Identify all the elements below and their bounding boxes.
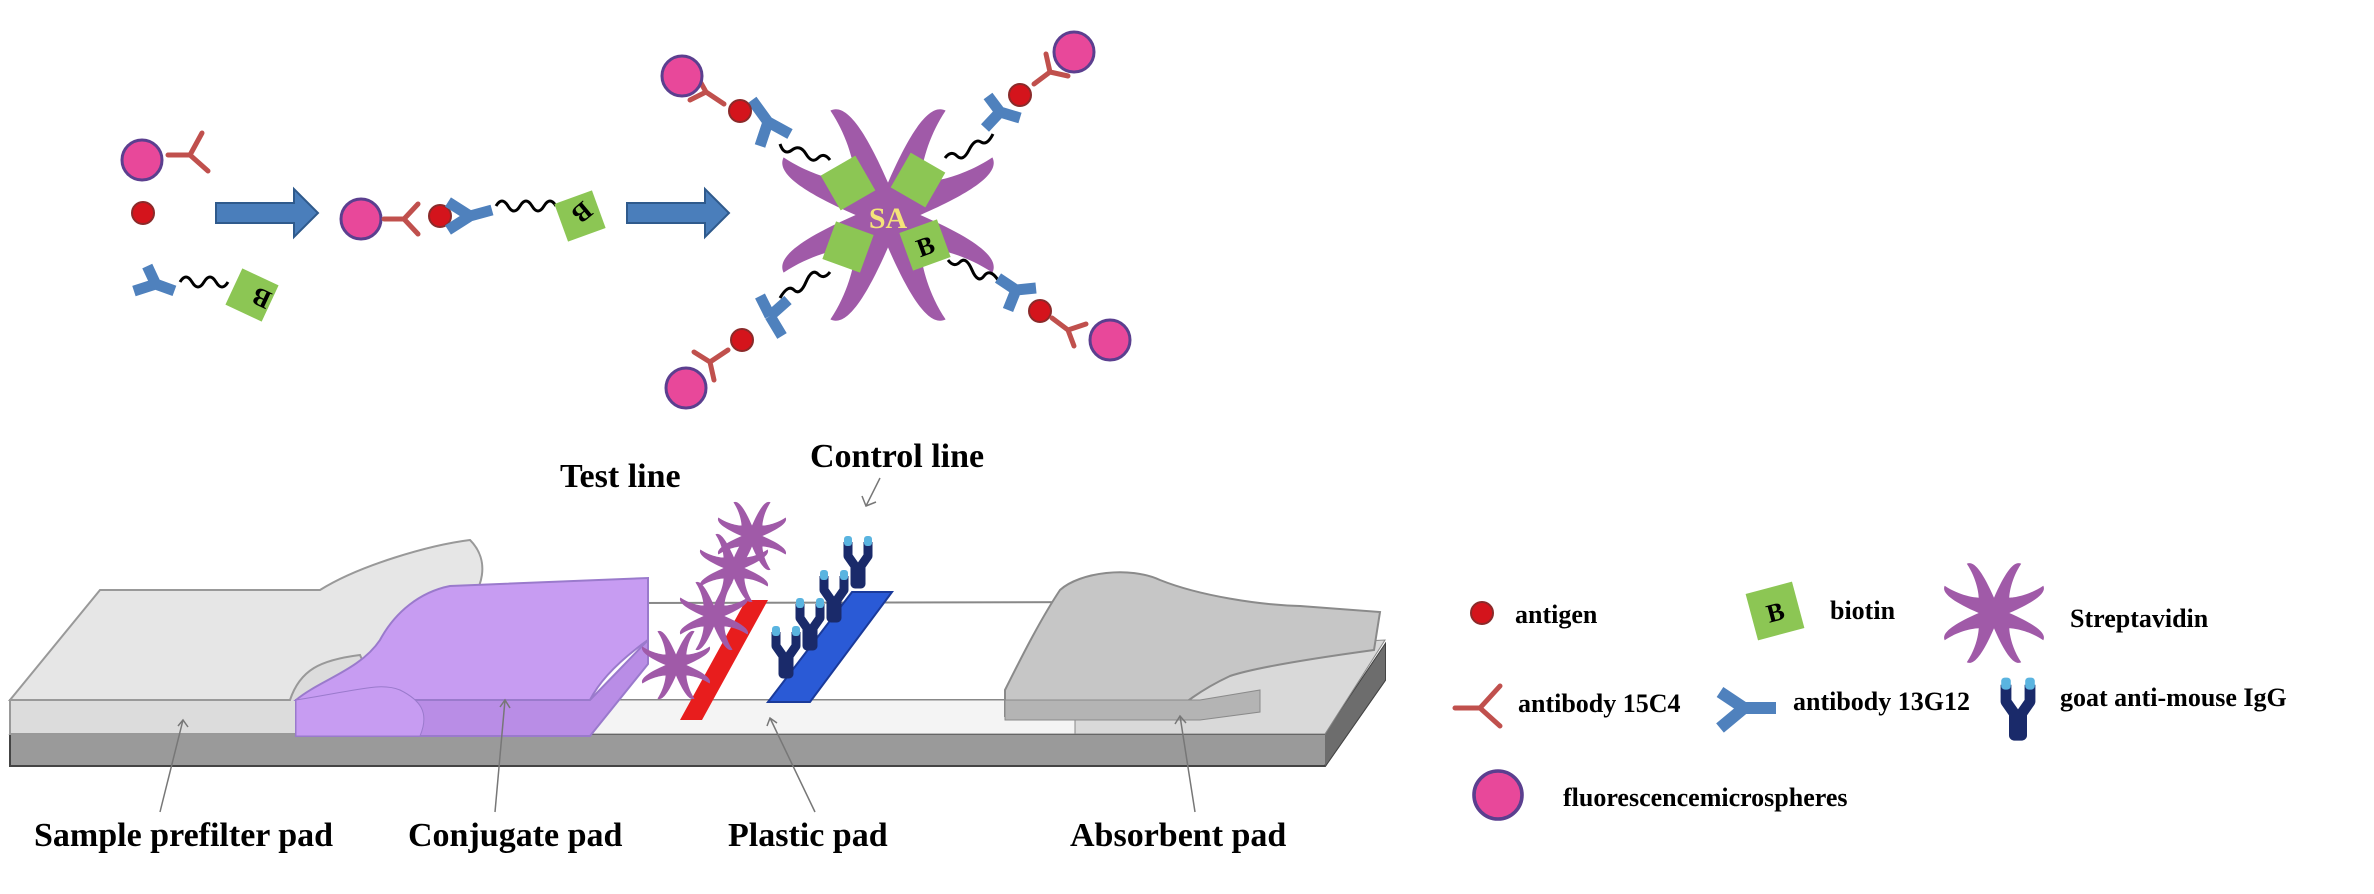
legend: antigen B biotin Streptavidin antibody 1… [1452, 563, 2287, 821]
antibody-15c4-icon [381, 201, 421, 237]
goat-igg-icon [2001, 678, 2035, 736]
biotin-icon: B [899, 219, 951, 271]
absorbent-pad-label: Absorbent pad [1070, 817, 1286, 854]
plastic-pad-label: Plastic pad [728, 817, 888, 854]
control-line-label: Control line [810, 438, 984, 475]
complex-arm [660, 54, 832, 162]
sa-label: SA [869, 202, 908, 235]
conjugate-pad-label: Conjugate pad [408, 817, 623, 854]
leader-lines [159, 477, 1196, 813]
legend-microspheres: fluorescencemicrospheres [1563, 783, 1848, 812]
linker-icon [178, 275, 230, 289]
microsphere-icon [1472, 769, 1524, 821]
biotin-icon: B [1745, 581, 1805, 641]
biotin-icon: B [225, 268, 279, 322]
control-line [765, 591, 894, 703]
test-strip: Test line Control line Sample prefilter … [7, 438, 1386, 854]
antibody-15c4-icon [165, 130, 211, 174]
complex-arm [946, 258, 1132, 362]
streptavidin-icon [1944, 563, 2044, 663]
legend-biotin: biotin [1830, 596, 1896, 625]
arrow-icon [215, 188, 319, 238]
biotin-icon: B [554, 190, 606, 242]
sample-prefilter-pad-label: Sample prefilter pad [34, 817, 333, 854]
complex-formation: B B B SA [120, 30, 1132, 410]
complex-arm [943, 30, 1096, 160]
legend-antibody-13g12: antibody 13G12 [1793, 687, 1970, 716]
antigen-icon [131, 201, 155, 225]
legend-antigen: antigen [1515, 600, 1598, 629]
absorbent-pad [1004, 571, 1382, 717]
antibody-13g12-icon [132, 263, 177, 297]
antibody-15c4-icon [1452, 683, 1503, 729]
legend-antibody-15c4: antibody 15C4 [1518, 689, 1681, 718]
antigen-icon [1470, 601, 1494, 625]
conjugate-pad [293, 576, 649, 701]
arrow-icon [626, 188, 730, 238]
legend-goat-igg: goat anti-mouse IgG [2060, 683, 2287, 712]
legend-streptavidin: Streptavidin [2070, 604, 2209, 633]
complex-arm [664, 270, 832, 410]
microsphere-icon [339, 197, 383, 241]
antibody-13g12-icon [1716, 687, 1776, 733]
antibody-13g12-icon [445, 197, 494, 235]
linker-icon [494, 199, 558, 213]
test-line-label: Test line [560, 458, 681, 495]
microsphere-icon [120, 138, 164, 182]
